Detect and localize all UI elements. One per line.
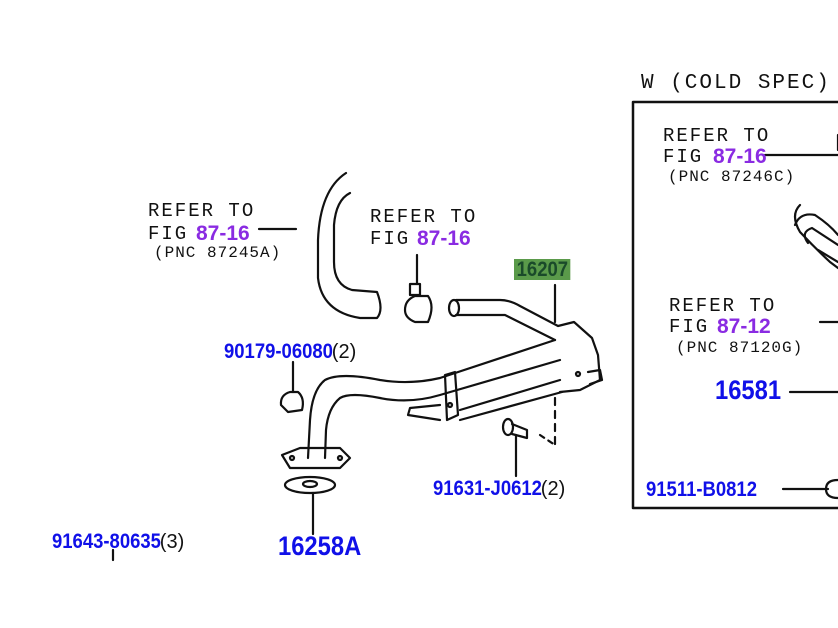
fig-link-87-16[interactable]: 87-16: [417, 227, 471, 250]
clamp: [408, 282, 422, 297]
fig-prefix: FIG: [370, 228, 411, 250]
part-91631-j0612: 91631-J0612(2): [433, 478, 565, 499]
fig-prefix: FIG: [148, 223, 189, 245]
part-qty: (2): [331, 341, 357, 363]
fig-link-87-16[interactable]: 87-16: [713, 145, 767, 168]
pnc-label: (PNC 87246C): [668, 168, 796, 186]
fig-prefix: FIG: [663, 146, 704, 168]
nut-90179: [279, 390, 304, 414]
section-title: W (COLD SPEC): [641, 72, 831, 95]
part-link[interactable]: 90179-06080: [224, 340, 333, 363]
part-91511-b0812[interactable]: 91511-B0812: [646, 478, 757, 501]
refer-to-label: REFER TO: [148, 200, 256, 222]
part-16207-highlighted[interactable]: 16207: [514, 259, 571, 280]
part-90179-06080: 90179-06080(2): [224, 341, 356, 362]
fig-prefix: FIG: [669, 316, 710, 338]
bolt-91631: [501, 417, 515, 437]
part-link[interactable]: 91631-J0612: [433, 477, 542, 500]
refer-to-label: REFER TO: [669, 295, 777, 317]
part-16581[interactable]: 16581: [715, 375, 782, 405]
fig-link-87-16[interactable]: 87-16: [196, 222, 250, 245]
part-91643-80635: 91643-80635(3): [52, 531, 184, 552]
part-qty: (3): [159, 531, 185, 553]
part-link[interactable]: 91643-80635: [52, 530, 161, 553]
cold-spec-frame: [631, 100, 838, 510]
gasket-16258a: [283, 475, 337, 495]
pipe-16207: [454, 298, 602, 394]
part-qty: (2): [540, 478, 566, 500]
hose-87245a: [316, 171, 382, 320]
flange: [280, 446, 352, 470]
pnc-label: (PNC 87245A): [154, 244, 282, 262]
refer-to-label: REFER TO: [370, 206, 478, 228]
part-16258a[interactable]: 16258A: [278, 531, 362, 561]
fig-link-87-12[interactable]: 87-12: [717, 315, 771, 338]
refer-to-label: REFER TO: [663, 125, 771, 147]
pnc-label: (PNC 87120G): [676, 339, 804, 357]
